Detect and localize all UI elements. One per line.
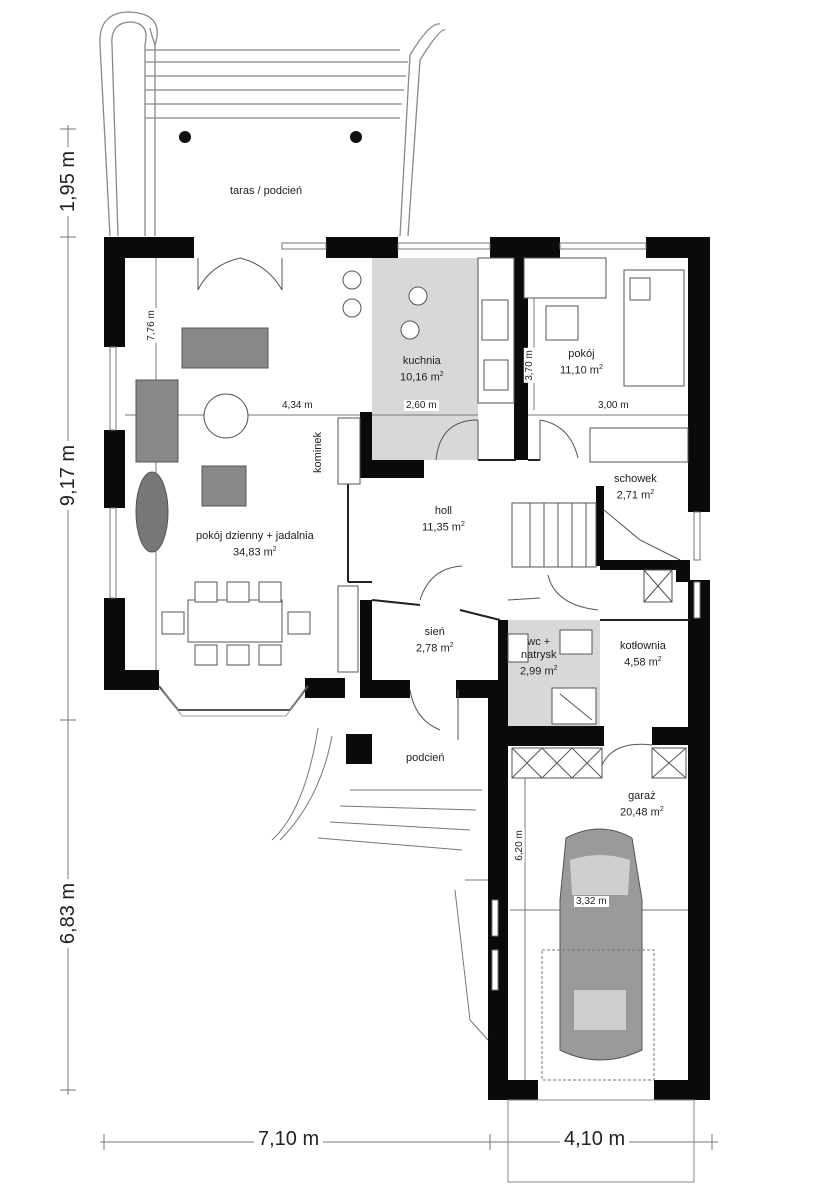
boiler-unit: 2 <box>657 656 662 663</box>
vestibule-area: 2,78 m <box>416 642 450 655</box>
boiler-area: 4,58 m <box>624 656 658 669</box>
terrace-label: taras / podcień <box>230 185 302 198</box>
vestibule-unit: 2 <box>449 642 454 649</box>
room-furniture <box>523 257 689 463</box>
inner-walls <box>347 459 690 621</box>
vestibule-label: sień 2,78 m2 <box>416 626 454 656</box>
bathroom-name-2: natrysk <box>521 649 557 661</box>
living-area: 34,83 m <box>233 546 273 559</box>
boiler-name: kotłownia <box>620 640 666 652</box>
bay-window <box>158 685 309 711</box>
room-unit: 2 <box>598 364 603 371</box>
boiler-label: kotłownia 4,58 m2 <box>620 640 666 670</box>
dim-332: 3,32 m <box>574 896 609 907</box>
bathroom-area: 2,99 m <box>520 665 554 678</box>
storage-label: schowek 2,71 m2 <box>614 473 657 503</box>
storage-name: schowek <box>614 473 657 485</box>
doors <box>197 257 653 771</box>
vestibule-name: sień <box>424 626 445 638</box>
dim-260: 2,60 m <box>404 400 439 411</box>
bathroom-label: wc + natrysk 2,99 m2 <box>520 636 558 679</box>
porch-label: podcień <box>406 752 445 765</box>
fireplace-label: kominek <box>312 432 325 473</box>
terrace-name: taras / podcień <box>230 185 303 197</box>
garage-label: garaż 20,48 m2 <box>620 790 664 820</box>
bathroom-fixtures <box>507 629 597 725</box>
garage-door <box>507 1099 695 1183</box>
kitchen-unit: 2 <box>439 371 444 378</box>
boiler-equipment <box>643 569 673 603</box>
garage-unit: 2 <box>659 806 664 813</box>
living-furniture <box>135 327 361 673</box>
stairs <box>511 502 681 568</box>
windows <box>109 242 701 991</box>
hall-unit: 2 <box>460 521 465 528</box>
dim-300: 3,00 m <box>596 400 631 411</box>
kitchen-name: kuchnia <box>402 355 441 367</box>
kitchen-label: kuchnia 10,16 m2 <box>400 355 444 385</box>
garage-area: 20,48 m <box>620 806 660 819</box>
fireplace-name: kominek <box>311 432 324 473</box>
overall-683: 6,83 m <box>57 878 81 949</box>
post-left <box>179 131 191 143</box>
porch-name: podcień <box>406 752 445 764</box>
dim-620: 6,20 m <box>513 828 525 863</box>
storage-area: 2,71 m <box>616 489 651 502</box>
dim-434: 4,34 m <box>280 400 315 411</box>
living-unit: 2 <box>272 546 277 553</box>
kitchen-fixtures <box>342 257 515 404</box>
overall-917: 9,17 m <box>57 440 81 511</box>
room-area: 11,10 m <box>560 364 599 377</box>
overall-410: 4,10 m <box>560 1128 630 1151</box>
overall-710: 7,10 m <box>254 1128 324 1151</box>
post-right <box>350 131 362 143</box>
garage-name: garaż <box>628 790 656 802</box>
overall-195: 1,95 m <box>57 146 81 217</box>
porch-steps <box>271 727 489 1041</box>
living-name: pokój dzienny + jadalnia <box>196 530 314 542</box>
room-label: pokój 11,10 m2 <box>560 348 603 378</box>
garage-racks <box>511 747 687 779</box>
hall-name: holl <box>434 505 452 517</box>
bathroom-name-1: wc + <box>527 636 551 648</box>
hall-label: holl 11,35 m2 <box>422 505 465 535</box>
bathroom-unit: 2 <box>553 665 558 672</box>
kitchen-area: 10,16 m <box>400 371 440 384</box>
room-name: pokój <box>568 348 595 360</box>
hall-area: 11,35 m <box>422 521 461 534</box>
terrace-pergola <box>99 11 446 237</box>
living-label: pokój dzienny + jadalnia 34,83 m2 <box>196 530 314 560</box>
car <box>541 828 655 1081</box>
storage-unit: 2 <box>650 489 655 496</box>
dim-370: 3,70 m <box>523 348 535 383</box>
dim-776: 7,76 m <box>145 308 157 343</box>
walls <box>104 237 710 1100</box>
